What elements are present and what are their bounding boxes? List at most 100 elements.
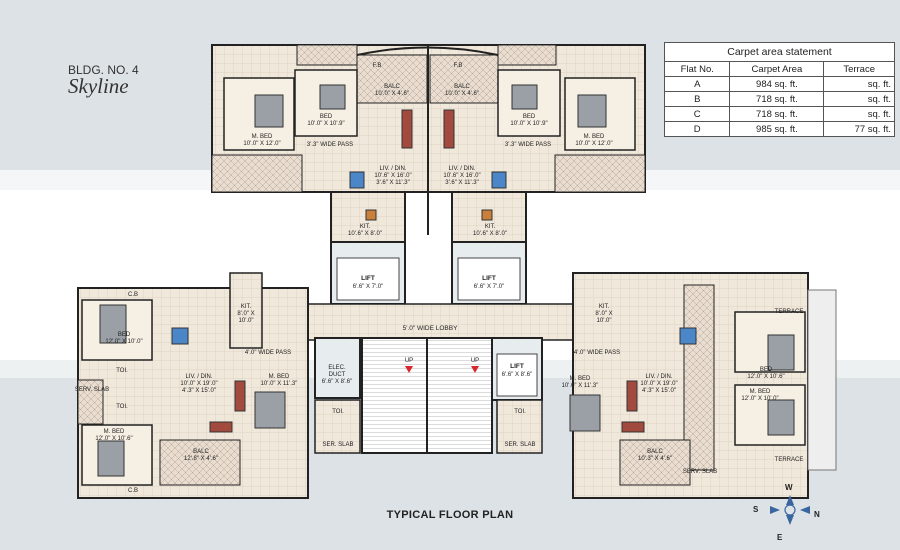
- bed-label-top-right: BED: [523, 114, 536, 120]
- serv-slab-label: SERV. SLAB: [75, 387, 109, 393]
- terrace-area: 77 sq. ft.: [823, 121, 895, 137]
- up-label-left: UP: [405, 358, 413, 364]
- table-title: Carpet area statement: [664, 42, 895, 62]
- balc-dim-top-right: 10'.0" X 4'.6": [445, 91, 479, 97]
- liv-dim2-top-right: 3'.6" X 11'.3": [445, 180, 478, 186]
- mbed-dim-left: 12'.0" X 10'.6": [95, 436, 132, 442]
- lobby-label: 5'.0" WIDE LOBBY: [403, 325, 459, 332]
- toi-label-core-right: TOI.: [514, 409, 526, 415]
- bed-dim-top-right: 10'.0" X 10'.9": [510, 121, 547, 127]
- kit-label-right: KIT.: [599, 304, 610, 310]
- compass-needle-n: [800, 506, 810, 514]
- balc-dim-left: 12'.8" X 4'.6": [184, 456, 218, 462]
- kit-dim-right: 8'.0" X: [595, 311, 612, 317]
- left-wing: [77, 272, 309, 499]
- carpet-area: 985 sq. ft.: [729, 121, 825, 137]
- bed-dim-left: 12'.0" X 10'.0": [105, 339, 142, 345]
- serv-slab-label-right: SERV. SLAB: [683, 469, 717, 475]
- kit-dim-top-left: 10'.6" X 8'.0": [348, 231, 382, 237]
- carpet-area-table: Carpet area statement Flat No. Carpet Ar…: [663, 42, 895, 137]
- table-row: C 718 sq. ft. sq. ft.: [663, 106, 895, 122]
- compass-needle-w: [786, 495, 794, 505]
- liv-dim-top-right: 10'.6" X 16'.0": [443, 173, 480, 179]
- mbed-dim-right: 12'.0" X 10'.0": [741, 396, 778, 402]
- elec-dim: 6'.6" X 8'.6": [322, 379, 353, 385]
- liv-dim2-top-left: 3'.6" X 11'.3": [376, 180, 409, 186]
- balc-label-top-left: BALC: [384, 84, 400, 90]
- bed-label-top-left: BED: [320, 114, 333, 120]
- kit-label-top-left: KIT.: [360, 224, 371, 230]
- building-name: Skyline: [68, 74, 129, 98]
- toi-label-left: TOI.: [116, 368, 128, 374]
- mbed-label-top-left: M. BED: [252, 134, 273, 140]
- table-row: D 985 sq. ft. 77 sq. ft.: [663, 121, 895, 137]
- balc-label-right: BALC: [647, 449, 663, 455]
- compass-needle-s: [770, 506, 780, 514]
- pass-label-left: 4'.0" WIDE PASS: [245, 350, 291, 356]
- compass-w: W: [785, 483, 793, 492]
- bed-label-left: BED: [118, 332, 131, 338]
- kit-dim2-right: 10'.0": [597, 318, 612, 324]
- kit-dim-left: 8'.0" X: [237, 311, 254, 317]
- liv-label-top-left: LIV. / DIN.: [379, 166, 406, 172]
- lift-label-3: LIFT: [510, 363, 524, 370]
- liv-dim-right: 10'.0" X 19'.0": [640, 381, 677, 387]
- room-labels: F.B F.B BALC 10'.0" X 4'.6" BALC 10'.0" …: [75, 63, 804, 494]
- kit-dim-top-right: 10'.6" X 8'.0": [473, 231, 507, 237]
- lift-dim-2: 6'.6" X 7'.0": [474, 284, 505, 290]
- right-wing: [569, 272, 837, 499]
- kit-label-left: KIT.: [241, 304, 252, 310]
- balc-dim-right: 10'.3" X 4'.6": [638, 456, 672, 462]
- toi-label-core-left: TOI.: [332, 409, 344, 415]
- cb-label-left: C.B: [128, 488, 138, 494]
- mbed-dim-mid-right: 10'.0" X 11'.3": [562, 383, 599, 389]
- liv-label-right: LIV. / DIN.: [645, 374, 672, 380]
- pass-label-right: 4'.0" WIDE PASS: [574, 350, 620, 356]
- terrace-label-top: TERRACE: [775, 309, 804, 315]
- bed-dim-right: 12'.0" X 10'.6": [747, 374, 784, 380]
- terrace-label-bottom: TERRACE: [775, 457, 804, 463]
- mbed-label-left: M. BED: [104, 429, 125, 435]
- compass: W S N E: [753, 483, 820, 542]
- mbed-dim-top-right: 10'.0" X 12'.0": [575, 141, 612, 147]
- lift-dim-3: 6'.6" X 8'.6": [502, 372, 533, 378]
- balc-label-left: BALC: [193, 449, 209, 455]
- liv-dim-left: 10'.0" X 19'.0": [180, 381, 217, 387]
- elec-label: ELEC.: [328, 365, 346, 371]
- building-number: BLDG. NO. 4: [68, 63, 139, 77]
- pass-label-top-left: 3'.3" WIDE PASS: [307, 142, 353, 148]
- liv-dim2-left: 4'.3" X 15'.0": [182, 388, 216, 394]
- mbed-label-mid-right: M. BED: [570, 376, 591, 382]
- bed-dim-top-left: 10'.0" X 10'.9": [307, 121, 344, 127]
- mbed-dim-mid-left: 10'.0" X 11'.3": [261, 381, 298, 387]
- table-row: B 718 sq. ft. sq. ft.: [663, 91, 895, 107]
- flat-no: D: [663, 121, 731, 137]
- up-label-right: UP: [471, 358, 479, 364]
- liv-label-top-right: LIV. / DIN.: [448, 166, 475, 172]
- balc-dim-top-left: 10'.0" X 4'.6": [375, 91, 409, 97]
- mbed-label-top-right: M. BED: [584, 134, 605, 140]
- toi-label-left-2: TOI.: [116, 404, 128, 410]
- compass-s: S: [753, 505, 759, 514]
- top-wing: [211, 44, 646, 305]
- liv-dim-top-left: 10'.6" X 16'.0": [374, 173, 411, 179]
- liv-dim2-right: 4'.3" X 15'.0": [642, 388, 676, 394]
- cb-label-left-top: C.B: [128, 292, 138, 298]
- mbed-label-mid-left: M. BED: [269, 374, 290, 380]
- mbed-dim-top-left: 10'.0" X 12'.0": [243, 141, 280, 147]
- liv-label-left: LIV. / DIN.: [185, 374, 212, 380]
- ser-slab-core-right: SER. SLAB: [504, 442, 535, 448]
- bed-label-right: BED: [760, 367, 773, 373]
- pass-label-top-right: 3'.3" WIDE PASS: [505, 142, 551, 148]
- compass-needle-e: [786, 515, 794, 525]
- plan-caption: TYPICAL FLOOR PLAN: [386, 509, 514, 521]
- compass-n: N: [814, 510, 820, 519]
- lift-dim-1: 6'.6" X 7'.0": [353, 284, 384, 290]
- kit-dim2-left: 10'.0": [239, 318, 254, 324]
- lift-label-2: LIFT: [482, 275, 496, 282]
- fb-label-right: F.B: [454, 63, 463, 69]
- compass-e: E: [777, 533, 783, 542]
- kit-label-top-right: KIT.: [485, 224, 496, 230]
- mbed-label-right: M. BED: [750, 389, 771, 395]
